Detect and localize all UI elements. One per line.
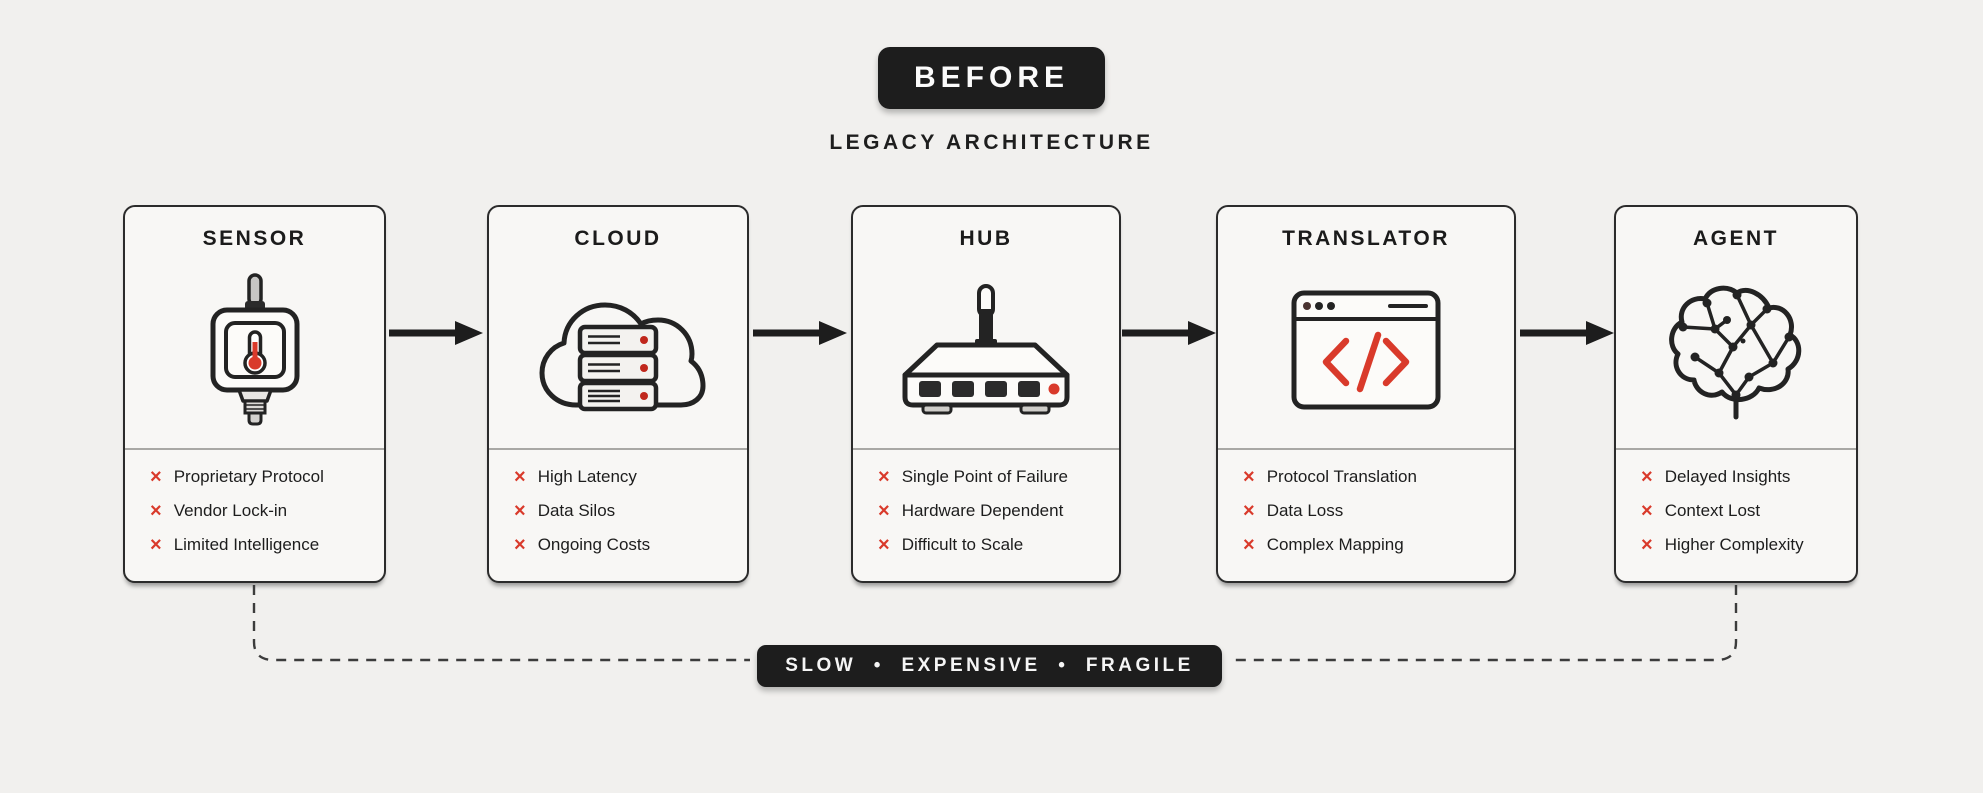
flow-arrow <box>753 321 847 345</box>
header: BEFORE LEGACY ARCHITECTURE <box>0 0 1983 155</box>
card-sensor: SENSOR × Proprietary Protocol <box>123 205 386 583</box>
issue-item: × Complex Mapping <box>1243 535 1506 555</box>
issue-label: Proprietary Protocol <box>173 467 324 486</box>
card-title: CLOUD <box>574 227 662 250</box>
flow-arrow <box>1520 321 1614 345</box>
issue-item: × Single Point of Failure <box>878 467 1111 487</box>
x-icon: × <box>1243 465 1255 488</box>
issue-item: × Protocol Translation <box>1243 467 1506 487</box>
x-icon: × <box>514 465 526 488</box>
card-hub: HUB × Single Point of Failure <box>851 205 1121 583</box>
x-icon: × <box>878 499 890 522</box>
card-title: AGENT <box>1693 227 1779 250</box>
card-title: SENSOR <box>202 227 307 250</box>
issue-label: Single Point of Failure <box>901 467 1069 486</box>
card-divider <box>1218 448 1514 450</box>
issue-item: × Context Lost <box>1641 501 1848 521</box>
issue-label: Context Lost <box>1664 501 1761 520</box>
issue-item: × Proprietary Protocol <box>150 467 376 487</box>
issue-item: × Hardware Dependent <box>878 501 1111 521</box>
issue-item: × Vendor Lock-in <box>150 501 376 521</box>
issue-item: × High Latency <box>514 467 739 487</box>
card-divider <box>489 448 747 450</box>
x-icon: × <box>150 533 162 556</box>
diagram-subtitle: LEGACY ARCHITECTURE <box>829 131 1154 154</box>
issue-label: Complex Mapping <box>1266 535 1404 554</box>
x-icon: × <box>1641 533 1653 556</box>
router-hub-icon <box>891 251 1081 448</box>
cloud-server-icon <box>530 251 706 448</box>
issue-item: × Limited Intelligence <box>150 535 376 555</box>
issue-item: × Difficult to Scale <box>878 535 1111 555</box>
issue-item: × Data Silos <box>514 501 739 521</box>
issue-label: Delayed Insights <box>1664 467 1791 486</box>
x-icon: × <box>878 465 890 488</box>
x-icon: × <box>150 465 162 488</box>
summary-badge: SLOW • EXPENSIVE • FRAGILE <box>757 645 1222 687</box>
x-icon: × <box>150 499 162 522</box>
issue-item: × Ongoing Costs <box>514 535 739 555</box>
card-translator: TRANSLATOR × Protocol Translation × Data… <box>1216 205 1516 583</box>
issue-label: High Latency <box>537 467 637 486</box>
x-icon: × <box>1243 533 1255 556</box>
issue-label: Data Silos <box>537 501 616 520</box>
flow-arrow <box>1122 321 1216 345</box>
before-badge: BEFORE <box>877 47 1105 109</box>
x-icon: × <box>1243 499 1255 522</box>
card-cloud: CLOUD <box>487 205 749 583</box>
card-title: HUB <box>959 227 1013 250</box>
issue-label: Higher Complexity <box>1664 535 1804 554</box>
card-divider <box>125 448 384 450</box>
issue-label: Hardware Dependent <box>901 501 1064 520</box>
issue-label: Difficult to Scale <box>901 535 1024 554</box>
flow-arrow <box>389 321 483 345</box>
issue-label: Limited Intelligence <box>173 535 320 554</box>
issue-item: × Delayed Insights <box>1641 467 1848 487</box>
card-divider <box>1616 448 1856 450</box>
card-agent: AGENT <box>1614 205 1858 583</box>
x-icon: × <box>1641 465 1653 488</box>
card-divider <box>853 448 1119 450</box>
issue-label: Data Loss <box>1266 501 1344 520</box>
x-icon: × <box>1641 499 1653 522</box>
x-icon: × <box>514 499 526 522</box>
issue-item: × Higher Complexity <box>1641 535 1848 555</box>
x-icon: × <box>878 533 890 556</box>
issue-label: Ongoing Costs <box>537 535 651 554</box>
issue-label: Protocol Translation <box>1266 467 1417 486</box>
code-window-icon <box>1290 251 1442 448</box>
sensor-icon <box>205 251 305 448</box>
issue-label: Vendor Lock-in <box>173 501 288 520</box>
issue-item: × Data Loss <box>1243 501 1506 521</box>
brain-network-icon <box>1661 251 1811 448</box>
dashed-connector <box>252 585 1738 662</box>
x-icon: × <box>514 533 526 556</box>
card-title: TRANSLATOR <box>1282 227 1450 250</box>
